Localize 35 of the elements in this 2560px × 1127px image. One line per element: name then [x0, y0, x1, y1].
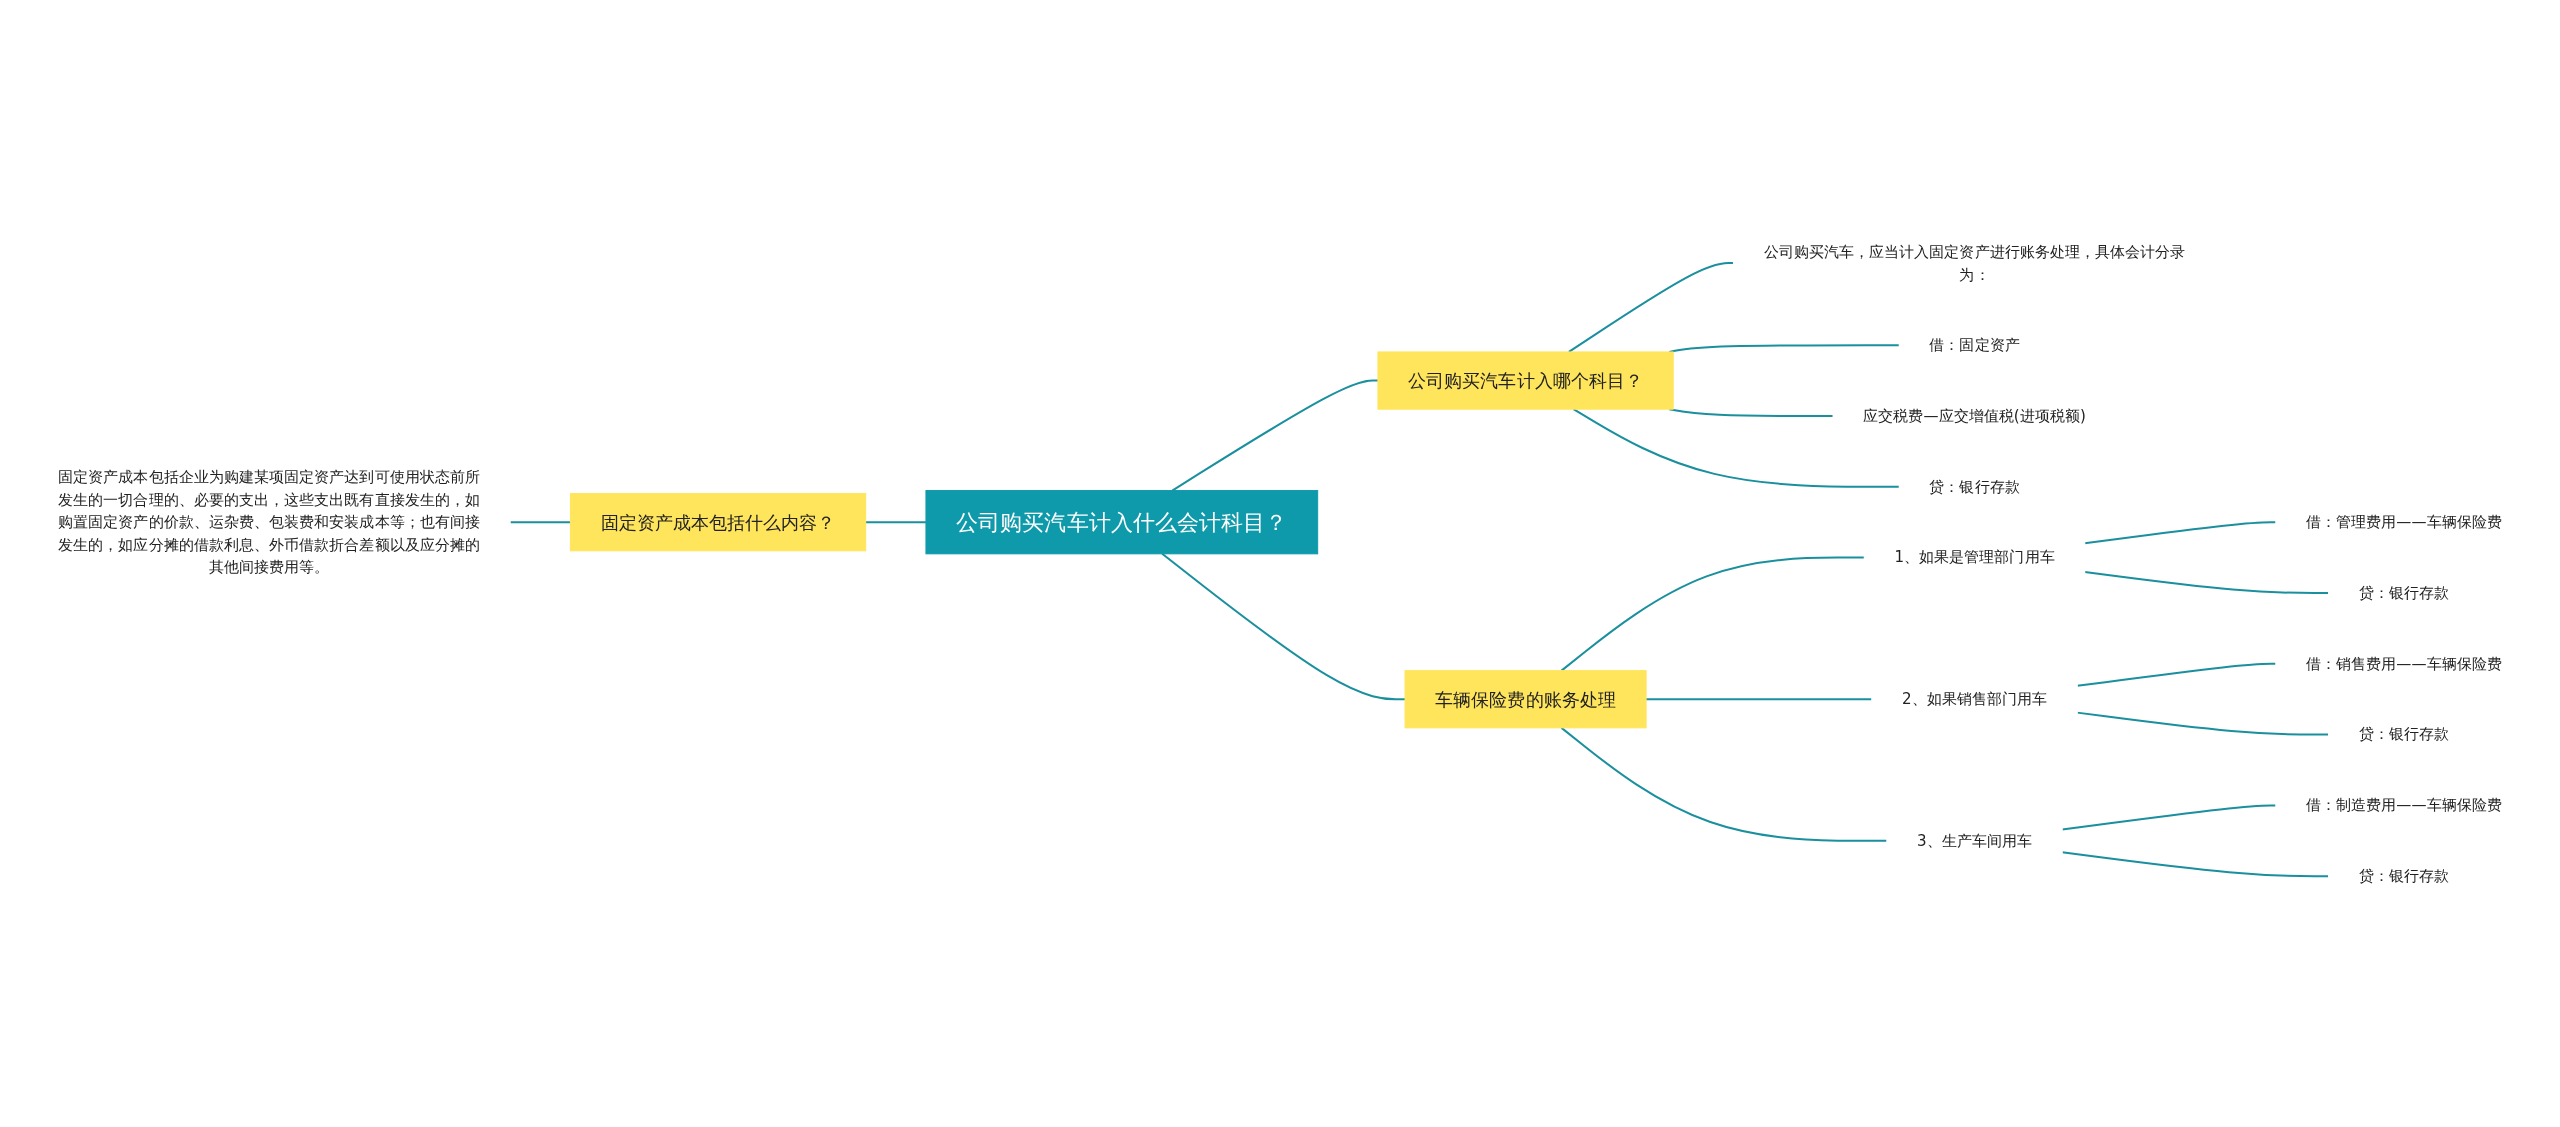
node-text: 贷：银行存款: [2358, 583, 2450, 602]
connector: [1572, 407, 1900, 488]
connector: [1161, 552, 1406, 700]
connector: [1560, 556, 1865, 671]
node-text: 借：销售费用——车辆保险费: [2305, 654, 2502, 673]
connector: [865, 520, 926, 523]
node-text: 固定资产成本包括企业为购建某项固定资产达到可使用状态前所发生的一切合理的、必要的支出，这些支出既有直接发生的，如购置固定资产的价款、运杂费、包装费和安装成本等；也有间接发生的，如应分摊的借款利息、外币借款折合差额以及应分摊的其他间接费用等。: [58, 467, 481, 576]
node-text: 借：固定资产: [1929, 335, 2020, 354]
node-box: 公司购买汽车计入哪个科目？: [1377, 350, 1674, 410]
connector: [1568, 261, 1734, 353]
node-text: 贷：银行存款: [1929, 477, 2020, 496]
connector: [1669, 407, 1834, 417]
connector: [2084, 570, 2329, 594]
node-text: 3、生产车间用车: [1917, 831, 2033, 850]
connector: [2084, 520, 2276, 544]
connector: [2062, 850, 2329, 877]
node-text: 借：管理费用——车辆保险费: [2305, 512, 2502, 531]
node-text: 借：制造费用——车辆保险费: [2305, 795, 2502, 814]
connector: [1646, 697, 1872, 700]
node-text: 贷：银行存款: [2358, 866, 2450, 885]
connector: [2077, 711, 2329, 736]
node-box: 车辆保险费的账务处理: [1404, 669, 1647, 728]
connector: [1560, 726, 1887, 842]
node-text: 公司购买汽车，应当计入固定资产进行账务处理，具体会计分录为：: [1763, 241, 2186, 283]
node-text: 1、如果是管理部门用车: [1894, 547, 2055, 566]
connector: [2077, 662, 2276, 687]
connector: [1669, 343, 1900, 353]
connector: [1171, 379, 1378, 491]
node-text: 贷：银行存款: [2358, 724, 2450, 743]
connector: [2062, 803, 2276, 830]
node-text: 2、如果销售部门用车: [1901, 689, 2048, 708]
connector: [510, 520, 571, 523]
node-text: 应交税费—应交增值税(进项税额): [1863, 406, 2086, 425]
node-box: 公司购买汽车计入什么会计科目？: [925, 489, 1319, 554]
node-box: 固定资产成本包括什么内容？: [569, 492, 867, 551]
